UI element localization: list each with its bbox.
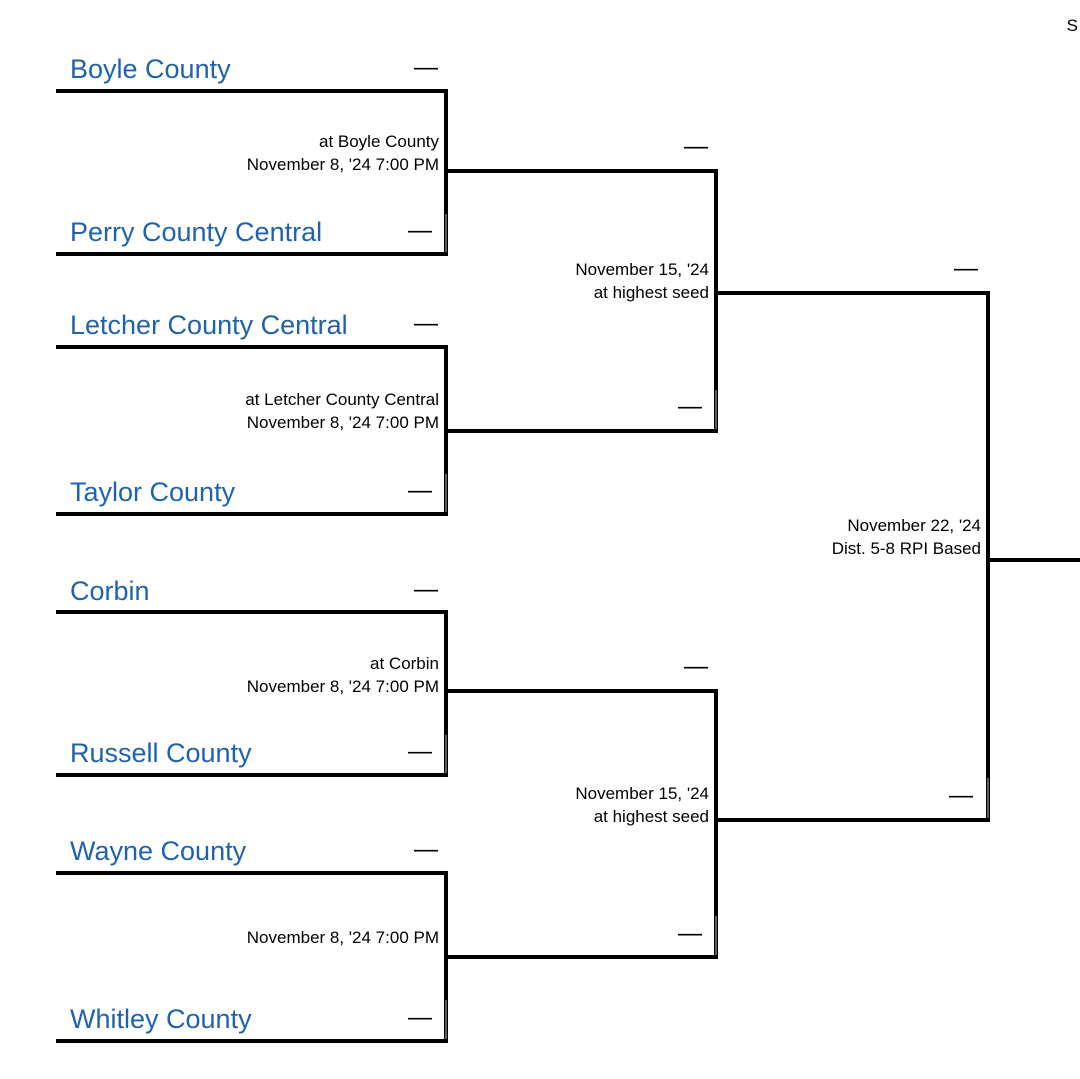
r1-m2-info: at Letcher County Central November 8, '2… bbox=[245, 388, 439, 434]
r2-m2-date: November 15, '24 bbox=[575, 784, 709, 803]
r2-m1-date: November 15, '24 bbox=[575, 260, 709, 279]
score-whitley-county: — bbox=[408, 1004, 432, 1031]
r2-m1-bottom-score: — bbox=[678, 393, 702, 420]
score-wayne-county: — bbox=[414, 836, 438, 863]
score-corbin: — bbox=[414, 576, 438, 603]
r2-m1-site: at highest seed bbox=[593, 283, 709, 302]
r1-m3-bracket bbox=[56, 610, 718, 777]
score-boyle-county: — bbox=[414, 54, 438, 81]
team-russell-county[interactable]: Russell County bbox=[70, 738, 252, 768]
score-letcher-county-central: — bbox=[414, 310, 438, 337]
r1-m4-info: November 8, '24 7:00 PM bbox=[247, 926, 439, 949]
r1-m1-site: at Boyle County bbox=[318, 132, 439, 151]
score-russell-county: — bbox=[408, 738, 432, 765]
r2-m2-bottom-score: — bbox=[678, 920, 702, 947]
r1-m4-datetime: November 8, '24 7:00 PM bbox=[246, 928, 439, 947]
r1-m1-datetime: November 8, '24 7:00 PM bbox=[246, 155, 439, 174]
r1-m2-bracket bbox=[56, 345, 718, 516]
corner-text: S bbox=[1066, 16, 1078, 35]
r2-m1-info: November 15, '24 at highest seed bbox=[575, 258, 709, 304]
r1-m2-datetime: November 8, '24 7:00 PM bbox=[246, 413, 439, 432]
team-taylor-county[interactable]: Taylor County bbox=[70, 477, 236, 507]
r3-m1-top-score: — bbox=[954, 255, 978, 282]
r1-m3-site: at Corbin bbox=[370, 654, 439, 673]
r1-m3-datetime: November 8, '24 7:00 PM bbox=[246, 677, 439, 696]
r1-m4-bracket bbox=[56, 871, 718, 1043]
r3-m1-site: Dist. 5-8 RPI Based bbox=[831, 539, 981, 558]
team-whitley-county[interactable]: Whitley County bbox=[70, 1004, 252, 1034]
r2-m2-bracket bbox=[714, 689, 990, 959]
r1-m3-info: at Corbin November 8, '24 7:00 PM bbox=[247, 652, 439, 698]
team-perry-county-central[interactable]: Perry County Central bbox=[70, 217, 323, 247]
r1-m2-site: at Letcher County Central bbox=[245, 390, 439, 409]
r2-m2-top-score: — bbox=[684, 653, 708, 680]
r2-m2-info: November 15, '24 at highest seed bbox=[575, 782, 709, 828]
r3-m1-bottom-score: — bbox=[949, 782, 973, 809]
r3-m1-bracket bbox=[986, 291, 1080, 822]
r2-m1-bracket bbox=[714, 169, 990, 433]
r3-m1-info: November 22, '24 Dist. 5-8 RPI Based bbox=[832, 514, 981, 560]
r2-m2-site: at highest seed bbox=[593, 807, 709, 826]
r2-m1-top-score: — bbox=[684, 133, 708, 160]
r3-m1-date: November 22, '24 bbox=[847, 516, 981, 535]
team-corbin[interactable]: Corbin bbox=[70, 576, 150, 606]
team-wayne-county[interactable]: Wayne County bbox=[70, 836, 247, 866]
team-letcher-county-central[interactable]: Letcher County Central bbox=[70, 310, 348, 340]
team-boyle-county[interactable]: Boyle County bbox=[70, 54, 231, 84]
score-perry-county-central: — bbox=[408, 217, 432, 244]
r1-m1-info: at Boyle County November 8, '24 7:00 PM bbox=[247, 130, 439, 176]
r1-m1-bracket bbox=[56, 89, 718, 256]
score-taylor-county: — bbox=[408, 477, 432, 504]
